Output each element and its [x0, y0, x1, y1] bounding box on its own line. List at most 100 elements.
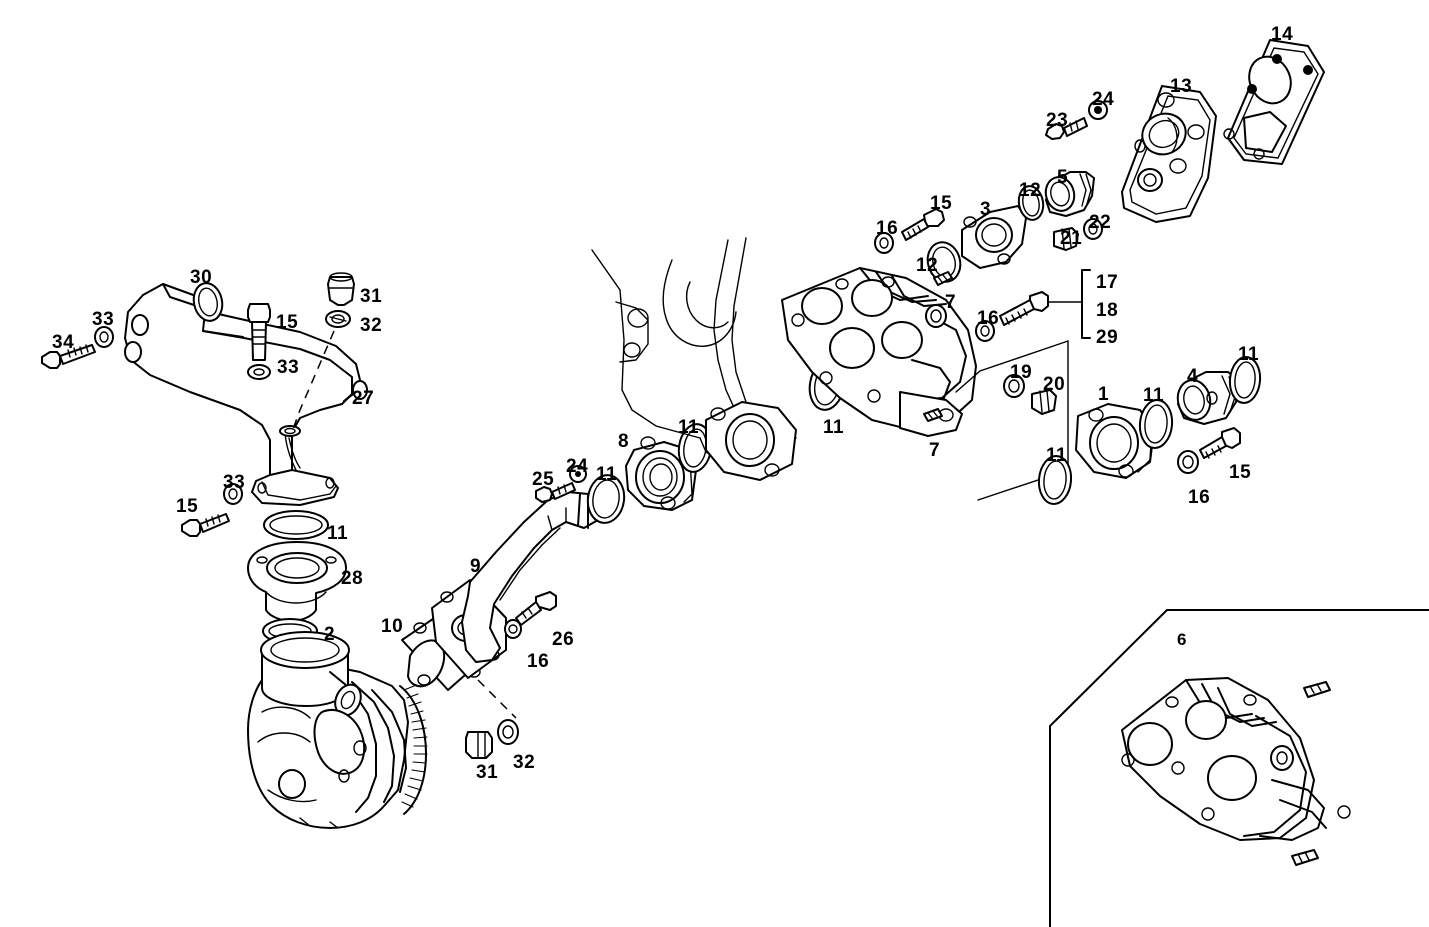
- callout-30: 30: [190, 267, 213, 288]
- callout-16-c: 16: [977, 308, 1000, 329]
- callout-20: 20: [1043, 374, 1066, 395]
- part-24-washer-b: [1088, 100, 1108, 120]
- part-19-washer: [1003, 374, 1025, 398]
- callout-16-b: 16: [876, 218, 899, 239]
- part-28-flange-connector: [247, 541, 347, 622]
- callout-10: 10: [381, 616, 404, 637]
- part-13-thermostat-housing: [1121, 85, 1217, 223]
- part-8-flange: [625, 436, 697, 511]
- part-12-o-ring-a: [1017, 185, 1045, 221]
- callout-12-b: 12: [916, 255, 939, 276]
- callout-15-d: 15: [1229, 462, 1252, 483]
- callout-26: 26: [552, 629, 575, 650]
- callout-1: 1: [1098, 384, 1110, 405]
- part-7-dowel-pin-a: [933, 271, 953, 286]
- assembly-line-31-32-lower: [477, 679, 517, 719]
- callout-11-c: 11: [678, 417, 700, 438]
- part-12-o-ring-b: [926, 241, 962, 283]
- part-14-gasket: [1223, 39, 1325, 165]
- part-16-washer-c: [975, 320, 995, 342]
- part-18-long-bolt: [999, 291, 1049, 326]
- part-11-o-ring-f: [1228, 356, 1262, 404]
- callout-24-a: 24: [566, 456, 589, 477]
- callout-11-b: 11: [596, 464, 618, 485]
- part-7-dowel-pin-b: [923, 408, 943, 422]
- part-15-bolt-b: [181, 513, 230, 537]
- callout-7-b: 7: [929, 440, 941, 461]
- part-25-bolt: [535, 482, 576, 503]
- part-24-washer-a: [569, 465, 587, 483]
- callout-14: 14: [1271, 24, 1294, 45]
- part-16-washer-d: [1177, 450, 1199, 474]
- inset-frame: [1049, 609, 1429, 927]
- callout-11-g: 11: [1046, 445, 1068, 466]
- part-5-thermostat: [1044, 171, 1095, 217]
- callout-11-d: 11: [823, 417, 845, 438]
- callout-33-a: 33: [92, 309, 115, 330]
- part-9-connecting-pipe: [461, 491, 601, 663]
- bracket-17-18-29: [1047, 269, 1091, 339]
- callout-16-a: 16: [527, 651, 550, 672]
- part-33-washer-c: [223, 483, 243, 505]
- part-31-plug-a: [327, 272, 355, 306]
- callout-32-a: 32: [360, 315, 383, 336]
- callout-33-b: 33: [277, 357, 300, 378]
- part-31-plug-b: [465, 731, 493, 759]
- callout-8: 8: [618, 431, 630, 452]
- callout-15-b: 15: [176, 496, 199, 517]
- callout-9: 9: [470, 556, 482, 577]
- callout-31-a: 31: [360, 286, 383, 307]
- part-16-washer-a: [504, 619, 522, 639]
- part-33-washer-a: [94, 326, 114, 348]
- callout-18: 18: [1096, 300, 1119, 321]
- assembly-line-31-32: [291, 330, 335, 433]
- part-32-washer-a: [325, 310, 351, 328]
- part-32-washer-b: [497, 719, 519, 745]
- callout-19: 19: [1010, 362, 1033, 383]
- callout-34: 34: [52, 332, 75, 353]
- part-26-bolt: [515, 591, 557, 626]
- part-15-bolt-c: [901, 208, 945, 241]
- callout-16-d: 16: [1188, 487, 1211, 508]
- part-1-flange: [1075, 403, 1155, 479]
- callout-17: 17: [1096, 272, 1119, 293]
- callout-23: 23: [1046, 110, 1069, 131]
- callout-32-b: 32: [513, 752, 536, 773]
- part-23-bolt: [1045, 117, 1088, 140]
- callout-21: 21: [1060, 228, 1083, 249]
- callout-4: 4: [1187, 366, 1199, 387]
- callout-13: 13: [1170, 76, 1193, 97]
- callout-25: 25: [532, 469, 555, 490]
- callout-27: 27: [352, 388, 375, 409]
- callout-2: 2: [324, 624, 336, 645]
- part-34-bolt: [41, 344, 96, 369]
- part-30-o-ring: [192, 282, 224, 322]
- callout-7-a: 7: [945, 292, 957, 313]
- part-17-18-29-pump-housing: [781, 267, 977, 437]
- callout-12-a: 12: [1019, 180, 1042, 201]
- part-20-plug: [1031, 389, 1057, 415]
- part-33-washer-b: [247, 364, 271, 380]
- callout-29: 29: [1096, 327, 1119, 348]
- callout-11-f: 11: [1238, 344, 1260, 365]
- part-15-bolt-a: [247, 303, 271, 361]
- callout-15-a: 15: [276, 312, 299, 333]
- part-16-washer-b: [874, 232, 894, 254]
- callout-31-b: 31: [476, 762, 499, 783]
- callout-11-a: 11: [327, 523, 349, 544]
- part-4-connector: [1176, 371, 1239, 425]
- engine-block-port-flange: [705, 401, 797, 481]
- part-6-pump-housing-variant: [1121, 677, 1351, 866]
- part-11-o-ring-a: [263, 510, 329, 540]
- callout-33-c: 33: [223, 472, 246, 493]
- callout-28: 28: [341, 568, 364, 589]
- part-11-o-ring-e: [1138, 399, 1174, 449]
- callout-3: 3: [980, 199, 992, 220]
- callout-15-c: 15: [930, 193, 953, 214]
- part-3-cover: [961, 205, 1027, 269]
- part-22-washer: [1083, 218, 1103, 240]
- callout-24-b: 24: [1092, 89, 1115, 110]
- callout-22: 22: [1089, 212, 1112, 233]
